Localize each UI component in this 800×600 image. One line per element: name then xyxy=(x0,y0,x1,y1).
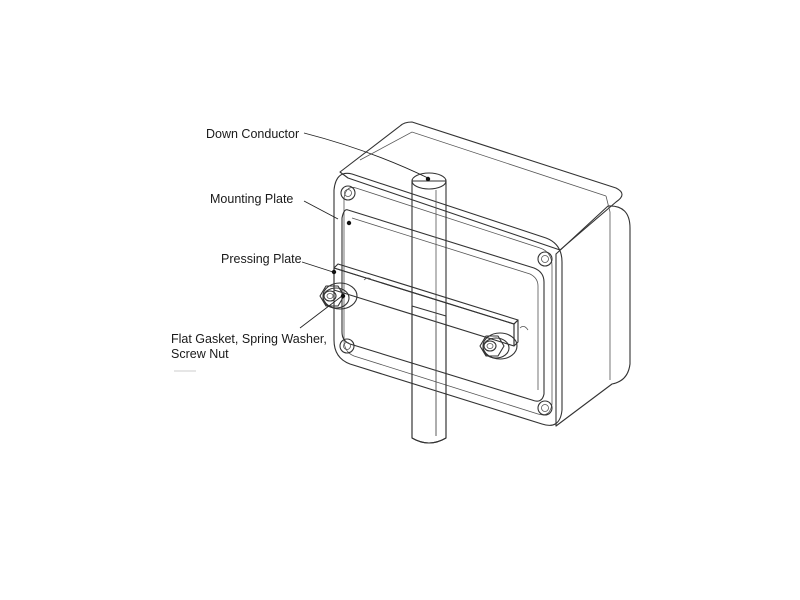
pressing-plate xyxy=(333,263,519,347)
label-down-conductor: Down Conductor xyxy=(206,127,299,141)
label-gasket-line2: Screw Nut xyxy=(171,347,229,361)
corner-screw-br xyxy=(537,400,553,416)
label-mounting-plate: Mounting Plate xyxy=(210,192,293,206)
down-conductor-rod-front xyxy=(411,305,447,444)
corner-screw-tl xyxy=(340,185,356,201)
corner-screw-tr xyxy=(537,251,553,267)
leader-pressing-plate xyxy=(301,261,337,275)
corner-screw-bl xyxy=(339,338,355,354)
bolt-assembly-left xyxy=(319,277,373,310)
leader-mounting-plate xyxy=(303,200,352,226)
label-pressing-plate: Pressing Plate xyxy=(221,252,302,266)
leader-down-conductor xyxy=(303,132,431,182)
leader-gasket xyxy=(299,293,346,329)
bolt-assembly-right xyxy=(479,326,529,360)
enclosure-box xyxy=(333,121,631,427)
label-gasket-line1: Flat Gasket, Spring Washer, xyxy=(171,332,327,346)
